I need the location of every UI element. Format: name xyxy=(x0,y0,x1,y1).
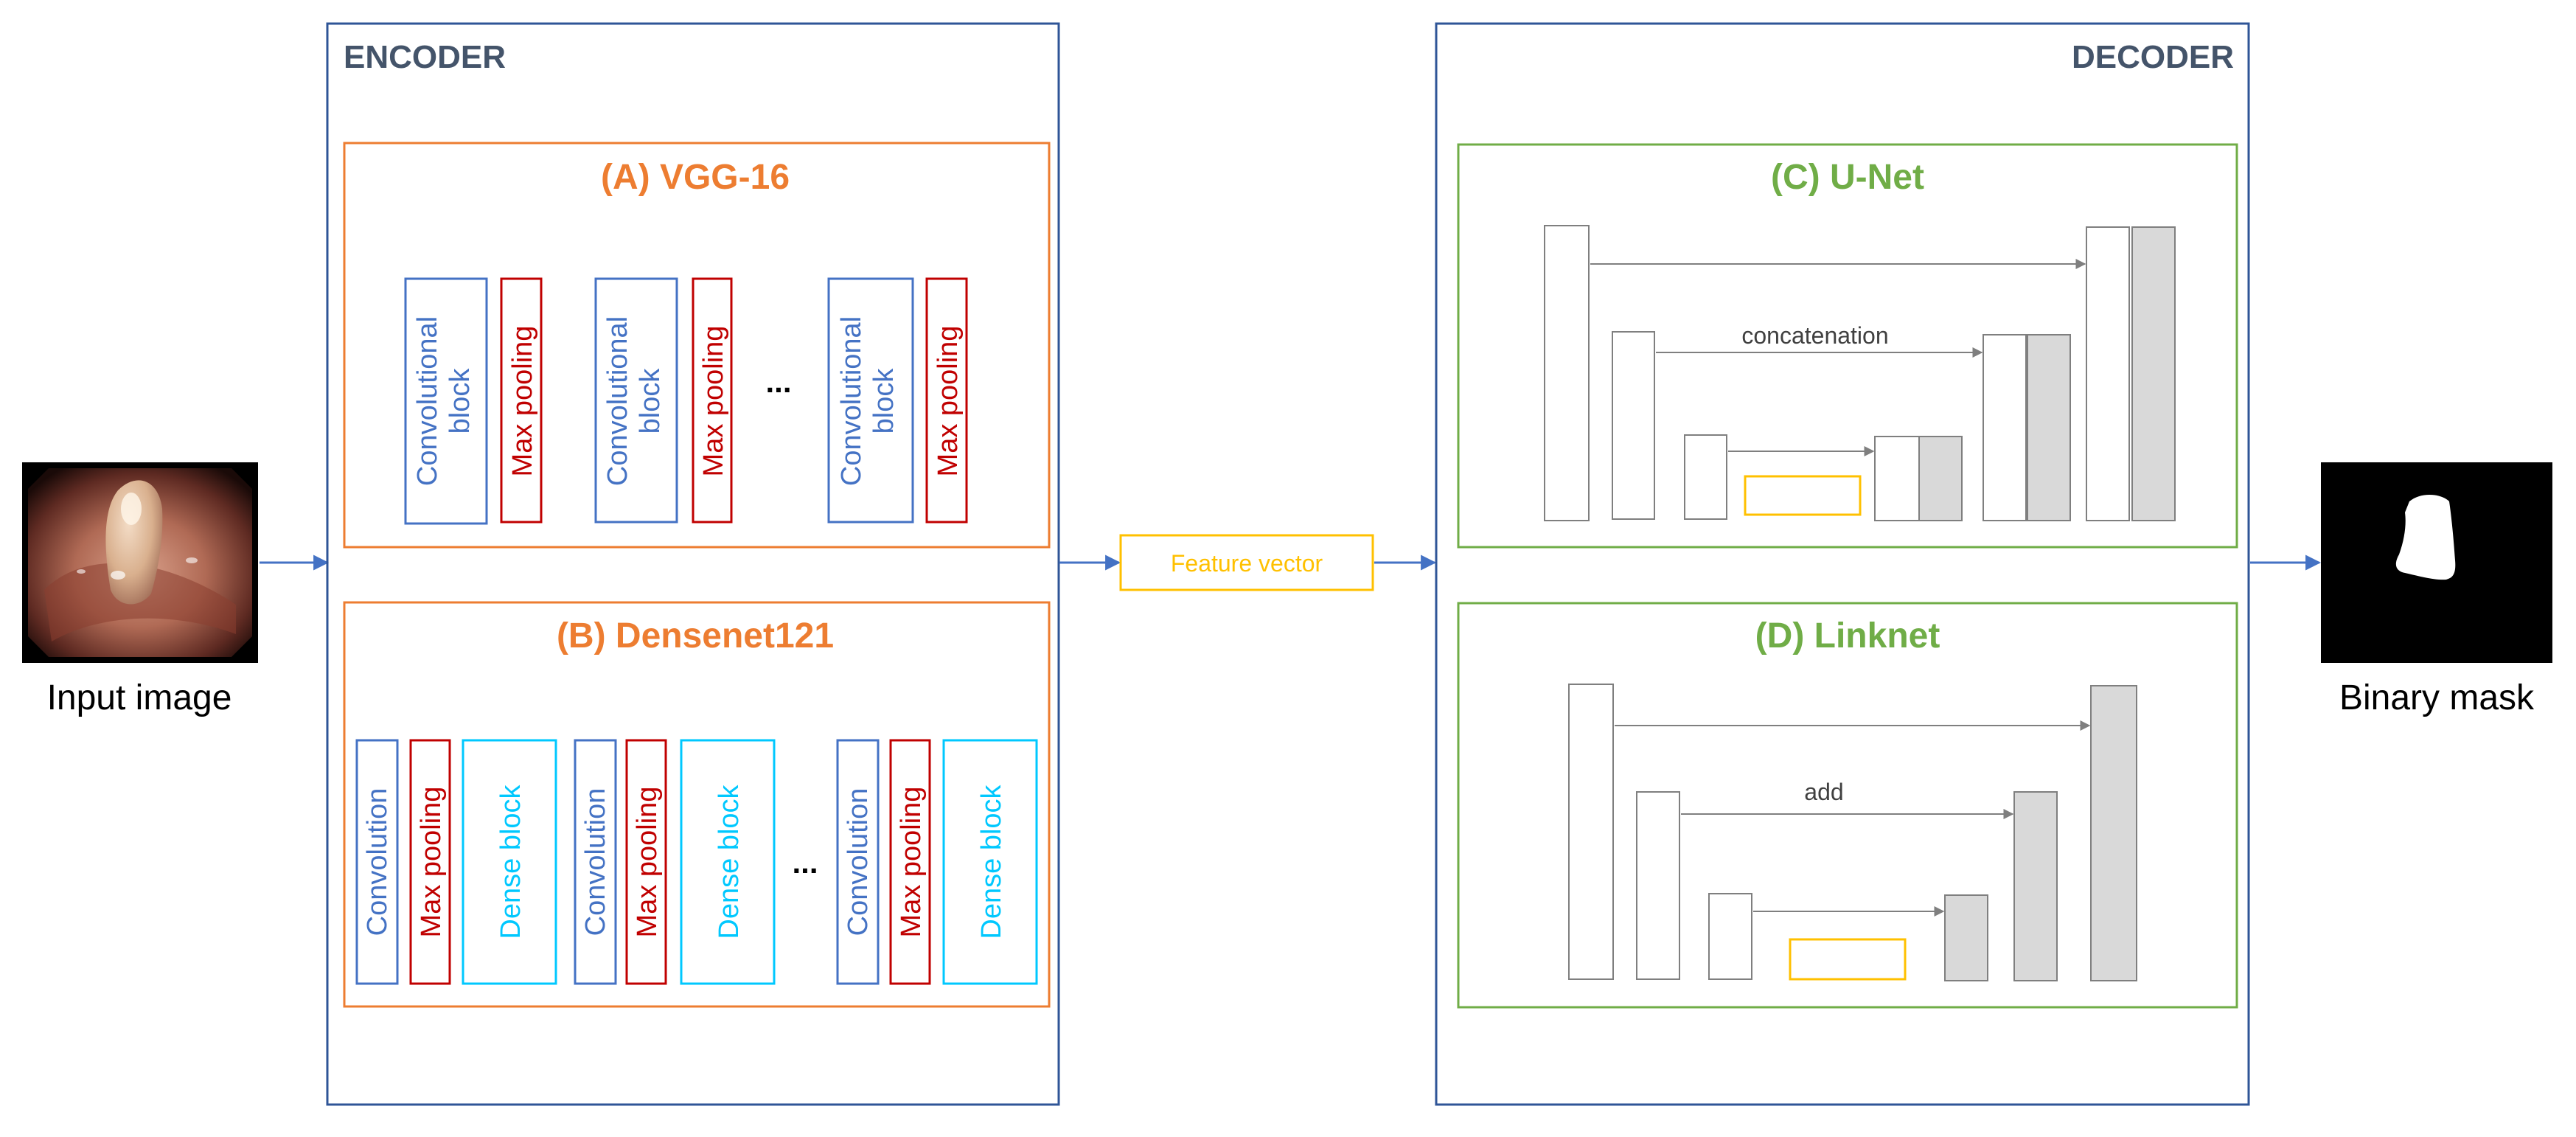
dense-block-label: Dense block xyxy=(495,784,526,939)
vgg-conv-block xyxy=(404,277,488,525)
densenet-conv-block xyxy=(355,739,399,985)
dense-block xyxy=(680,739,776,985)
unet-decoder-level-1-concat xyxy=(2131,226,2176,521)
input-image xyxy=(22,462,258,663)
vgg-pool-label: Max pooling xyxy=(507,326,538,477)
densenet-pool-label: Max pooling xyxy=(896,787,927,938)
vgg-conv-block xyxy=(827,277,914,524)
encoder-frame xyxy=(326,22,1060,1106)
vgg-conv-label-line2: block xyxy=(868,368,899,434)
dense-block xyxy=(942,739,1038,985)
vgg-conv-label-line2: block xyxy=(445,368,476,434)
vgg-pool-block xyxy=(692,277,733,524)
unet-decoder-level-1 xyxy=(2086,226,2130,521)
unet-skip-label: concatenation xyxy=(1741,322,1888,349)
encoder-title: ENCODER xyxy=(344,39,506,75)
unet-encoder-level-3 xyxy=(1684,434,1727,520)
vgg-pool-label: Max pooling xyxy=(933,326,964,477)
linknet-title: (D) Linknet xyxy=(1755,616,1940,656)
unet-bottleneck xyxy=(1744,475,1862,516)
densenet-conv-label: Convolution xyxy=(580,788,611,936)
linknet-decoder-level-2 xyxy=(2013,791,2058,981)
vgg-title: (A) VGG-16 xyxy=(601,158,790,197)
vgg-conv-block xyxy=(594,277,678,524)
unet-encoder-level-2 xyxy=(1612,331,1655,520)
linknet-encoder-level-2 xyxy=(1636,791,1680,980)
vgg-conv-label-line2: block xyxy=(635,368,666,434)
densenet-conv-block xyxy=(574,739,617,985)
linknet-encoder-level-3 xyxy=(1708,893,1752,980)
densenet-title: (B) Densenet121 xyxy=(557,616,834,656)
densenet-pool-block xyxy=(889,739,931,985)
input-caption: Input image xyxy=(47,678,232,717)
unet-encoder-level-1 xyxy=(1544,225,1590,521)
linknet-decoder-level-3 xyxy=(1944,894,1988,981)
densenet-pool-label: Max pooling xyxy=(416,787,447,938)
vgg-box xyxy=(343,142,1051,549)
vgg-pool-block xyxy=(925,277,968,524)
densenet-conv-block xyxy=(836,739,880,985)
dense-block-label: Dense block xyxy=(714,784,745,939)
vgg-conv-label-line1: Convolutional xyxy=(836,316,867,486)
vgg-pool-label: Max pooling xyxy=(698,326,729,477)
unet-decoder-level-2 xyxy=(1983,334,2027,521)
vgg-ellipsis: ... xyxy=(765,364,791,399)
unet-diagram xyxy=(1544,225,2176,521)
vgg-pool-block xyxy=(500,277,543,524)
linknet-encoder-level-1 xyxy=(1568,684,1614,980)
output-caption: Binary mask xyxy=(2339,678,2535,717)
decoder-title: DECODER xyxy=(2072,39,2234,75)
densenet-pool-block xyxy=(625,739,667,985)
decoder-frame xyxy=(1435,22,2250,1106)
unet-box xyxy=(1457,143,2238,549)
densenet-conv-label: Convolution xyxy=(362,788,393,936)
linknet-skip-label: add xyxy=(1804,779,1843,805)
densenet-box xyxy=(343,601,1051,1008)
unet-decoder-level-2-concat xyxy=(2027,334,2071,521)
dense-block-label: Dense block xyxy=(976,784,1007,939)
linknet-bottleneck xyxy=(1789,938,1907,981)
unet-decoder-level-3-concat xyxy=(1918,436,1963,521)
unet-title: (C) U-Net xyxy=(1771,158,1924,197)
densenet-pool-block xyxy=(409,739,451,985)
densenet-ellipsis: ... xyxy=(792,845,818,880)
feature-vector-box xyxy=(1119,534,1374,591)
densenet-conv-label: Convolution xyxy=(843,788,874,936)
dense-block xyxy=(462,739,557,985)
linknet-decoder-level-1 xyxy=(2090,685,2137,981)
linknet-box xyxy=(1457,602,2238,1009)
binary-mask-image xyxy=(2321,462,2552,663)
feature-vector-label: Feature vector xyxy=(1171,550,1323,577)
densenet-pool-label: Max pooling xyxy=(632,787,663,938)
linknet-diagram xyxy=(1568,684,2137,981)
vgg-conv-label-line1: Convolutional xyxy=(602,316,633,486)
vgg-conv-label-line1: Convolutional xyxy=(412,316,443,486)
unet-decoder-level-3 xyxy=(1874,436,1920,521)
